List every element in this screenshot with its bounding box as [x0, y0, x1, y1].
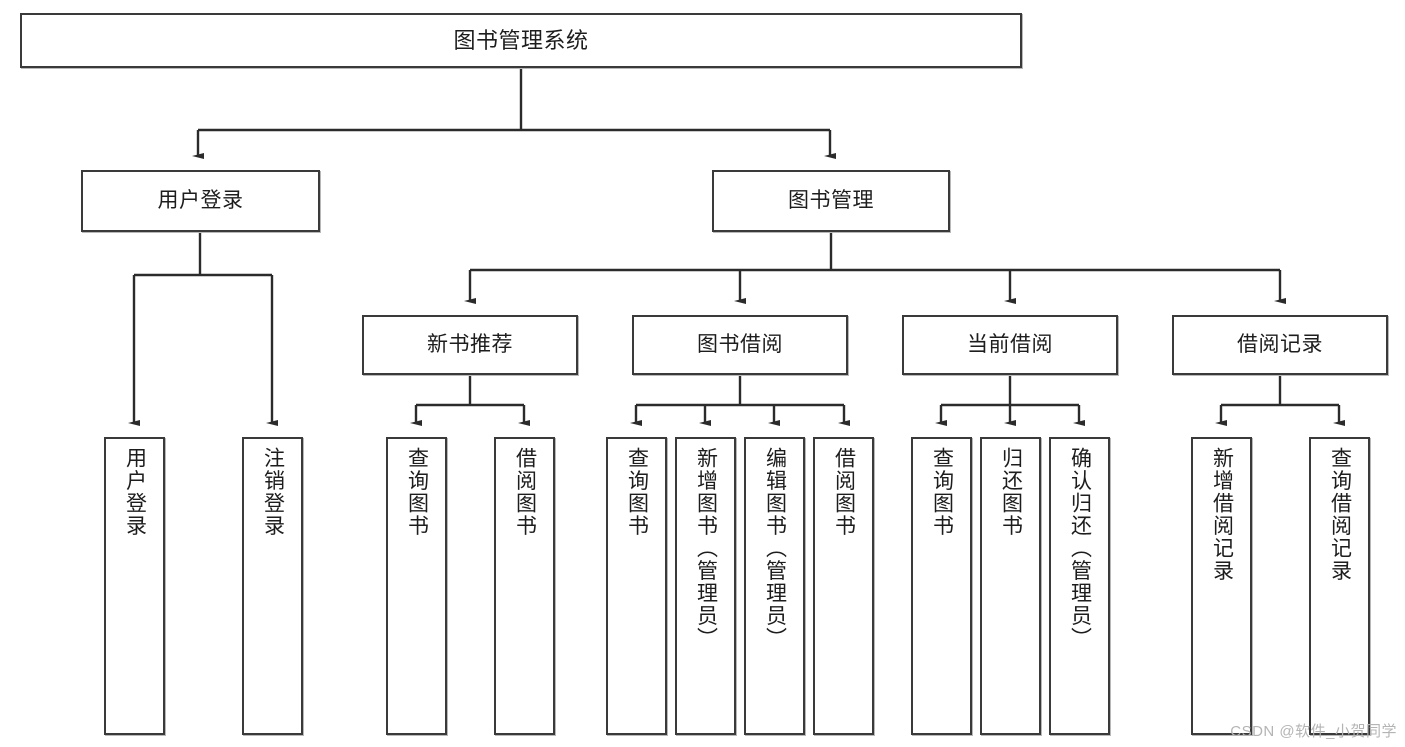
node-leaf-user-login-signin[interactable]: 用户登录	[104, 437, 165, 735]
node-label: 借阅图书	[513, 447, 537, 537]
node-leaf-newbook-borrow-book[interactable]: 借阅图书	[494, 437, 555, 735]
node-label: 当前借阅	[967, 332, 1053, 356]
node-leaf-bookborrow-add-book-admin[interactable]: 新增图书（管理员）	[675, 437, 736, 735]
node-label: 图书借阅	[697, 332, 783, 356]
node-book-management[interactable]: 图书管理	[712, 170, 950, 232]
node-label: 用户登录	[157, 188, 244, 212]
node-label: 借阅图书	[832, 447, 856, 537]
node-label: 新书推荐	[427, 332, 513, 356]
node-borrow-record[interactable]: 借阅记录	[1172, 315, 1388, 375]
node-leaf-newbook-query-book[interactable]: 查询图书	[386, 437, 447, 735]
node-label: 图书管理系统	[453, 27, 589, 53]
node-label: 借阅记录	[1237, 332, 1323, 356]
node-book-borrow[interactable]: 图书借阅	[632, 315, 848, 375]
node-new-book-recommendation[interactable]: 新书推荐	[362, 315, 578, 375]
node-label: 注销登录	[261, 447, 285, 537]
node-leaf-user-login-signout[interactable]: 注销登录	[242, 437, 303, 735]
node-leaf-bookborrow-edit-book-admin[interactable]: 编辑图书（管理员）	[744, 437, 805, 735]
node-label: 新增借阅记录	[1210, 447, 1234, 582]
watermark-text: CSDN @软件_小贺同学	[1230, 723, 1397, 740]
node-label: 编辑图书（管理员）	[763, 447, 787, 650]
node-leaf-borrowrecord-query-record[interactable]: 查询借阅记录	[1309, 437, 1370, 735]
node-leaf-currentborrow-query-book[interactable]: 查询图书	[911, 437, 972, 735]
node-label: 查询图书	[625, 447, 649, 537]
node-leaf-borrowrecord-add-record[interactable]: 新增借阅记录	[1191, 437, 1252, 735]
node-leaf-currentborrow-return-book[interactable]: 归还图书	[980, 437, 1041, 735]
node-leaf-bookborrow-query-book[interactable]: 查询图书	[606, 437, 667, 735]
node-label: 确认归还（管理员）	[1068, 447, 1092, 650]
node-label: 归还图书	[999, 447, 1023, 537]
node-label: 查询图书	[930, 447, 954, 537]
node-leaf-bookborrow-borrow-book[interactable]: 借阅图书	[813, 437, 874, 735]
node-leaf-currentborrow-confirm-return-admin[interactable]: 确认归还（管理员）	[1049, 437, 1110, 735]
node-label: 新增图书（管理员）	[694, 447, 718, 650]
node-root-book-management-system[interactable]: 图书管理系统	[20, 13, 1022, 68]
node-user-login[interactable]: 用户登录	[81, 170, 320, 232]
node-label: 查询图书	[405, 447, 429, 537]
node-current-borrow[interactable]: 当前借阅	[902, 315, 1118, 375]
node-label: 查询借阅记录	[1328, 447, 1352, 582]
node-label: 用户登录	[123, 447, 147, 537]
node-label: 图书管理	[788, 188, 874, 212]
